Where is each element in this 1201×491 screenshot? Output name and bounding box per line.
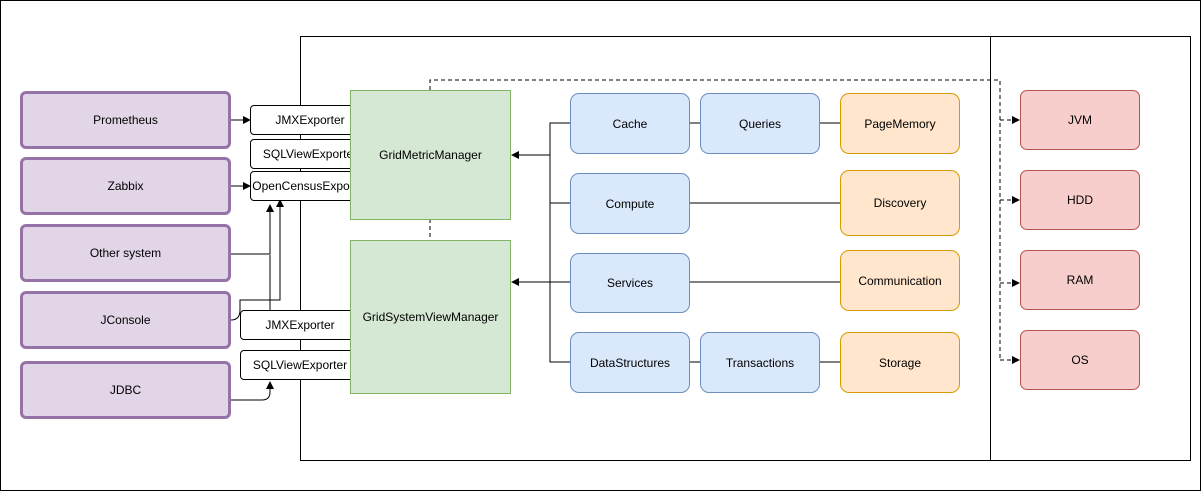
component-compute: Compute [570,173,690,234]
component-datastructures: DataStructures [570,332,690,393]
grid-systemview-manager: GridSystemViewManager [350,240,511,394]
system-other: Other system [20,224,231,282]
component-cache: Cache [570,93,690,154]
dashed-resources-bus [429,79,1001,360]
component-storage: Storage [840,332,960,393]
component-discovery: Discovery [840,170,960,236]
connector-jdbc-sqlview [231,381,274,401]
system-prometheus: Prometheus [20,91,231,149]
resources-frame [990,36,1191,461]
system-jdbc: JDBC [20,361,231,419]
connector-other-opencensus [231,204,274,255]
component-pagememory: PageMemory [840,93,960,154]
system-jconsole: JConsole [20,291,231,349]
resource-jvm: JVM [1020,90,1140,150]
component-services: Services [570,253,690,313]
grid-metric-manager: GridMetricManager [350,90,511,220]
component-communication: Communication [840,250,960,311]
resource-ram: RAM [1020,250,1140,310]
exporter-sqlview-bottom: SQLViewExporter [240,350,360,380]
component-bus [549,122,570,363]
resource-os: OS [1020,330,1140,390]
exporter-jmx-bottom: JMXExporter [240,310,360,340]
system-zabbix: Zabbix [20,157,231,215]
connector-jconsole-jmx [230,199,284,321]
component-transactions: Transactions [700,332,820,393]
resource-hdd: HDD [1020,170,1140,230]
component-queries: Queries [700,93,820,154]
